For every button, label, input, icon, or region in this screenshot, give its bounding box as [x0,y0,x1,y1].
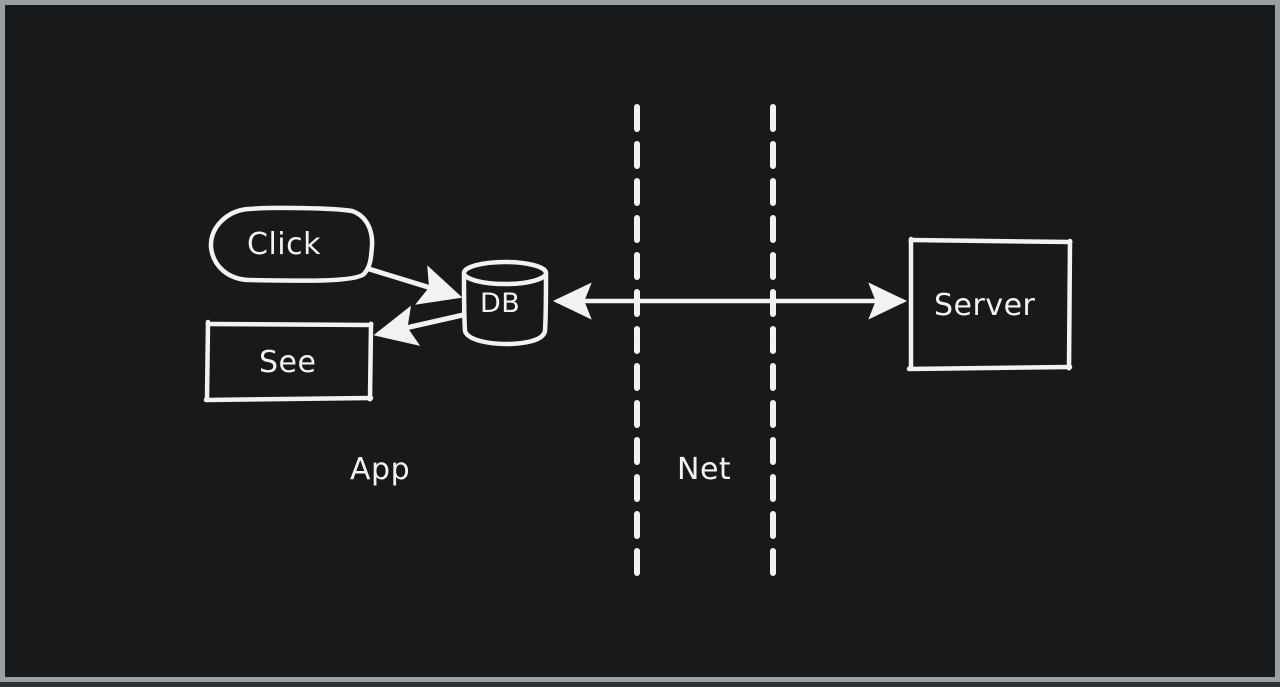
node-see-outline-left [204,319,211,402]
node-server-outline-right [1066,238,1073,371]
node-server-corner-dot-tr [1067,239,1073,245]
node-see[interactable] [203,319,374,403]
node-see-corner-dot-br [367,396,373,402]
node-server-corner-dot-br [1066,365,1072,371]
node-see-outline [205,321,374,328]
node-server-corner-dot-tl [908,238,914,244]
node-db-body [461,271,549,347]
node-server-corner-dot-bl [907,365,913,371]
node-see-corner-dot-bl [204,396,210,402]
diagram-surface [203,104,1073,578]
node-server-outline-bottom [906,364,1073,372]
node-see-outline-right [367,321,374,402]
node-see-corner-dot-tl [205,321,211,327]
node-see-corner-dot-tr [368,321,374,327]
node-db-top-ellipse [461,259,549,287]
node-see-outline-bottom [203,395,374,403]
node-click[interactable] [208,205,375,283]
node-click-outline [208,205,375,283]
edge-click-to-db [366,265,463,305]
node-server-outline-top [908,237,1073,245]
node-db[interactable] [461,259,549,347]
edge-db-to-see [373,305,466,346]
node-server[interactable] [906,236,1073,372]
